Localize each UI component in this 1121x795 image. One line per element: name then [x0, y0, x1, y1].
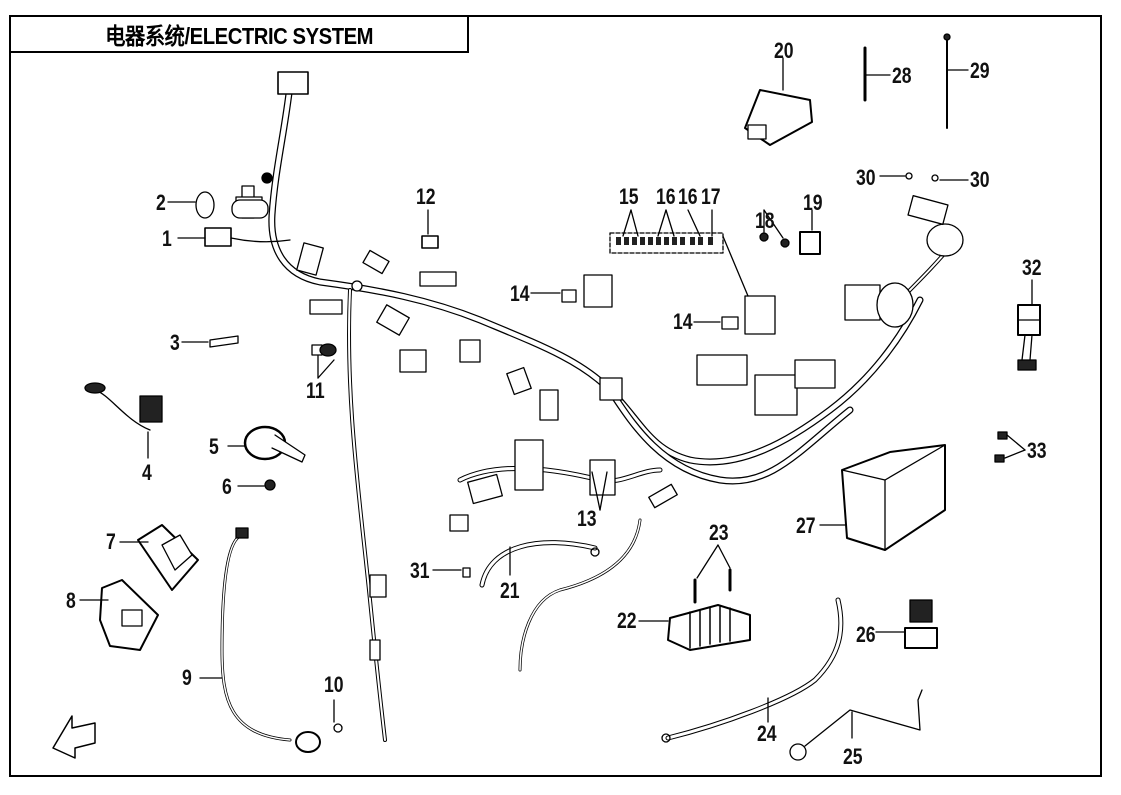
callout-14b: 14: [673, 309, 693, 334]
part-5-horn: [227, 425, 306, 463]
callout-15: 15: [619, 184, 639, 209]
part-12-connector: [421, 235, 439, 249]
callout-9: 9: [182, 665, 192, 690]
callout-30b: 30: [970, 167, 990, 192]
callout-22: 22: [617, 608, 637, 633]
part-19-sensor: [799, 209, 821, 255]
title-box: 电器系统/ELECTRIC SYSTEM: [9, 15, 469, 53]
callout-4: 4: [142, 460, 152, 485]
part-21-ground-cable: [479, 540, 600, 588]
callout-24: 24: [757, 721, 777, 746]
part-32-module: [1017, 279, 1041, 371]
part-26-relay: [875, 599, 938, 649]
callout-1: 1: [162, 226, 172, 251]
part-25-sensor-wire: [789, 689, 923, 761]
part-2-clamp: [195, 191, 215, 219]
callout-2: 2: [156, 190, 166, 215]
callout-6: 6: [222, 474, 232, 499]
callout-27: 27: [796, 513, 816, 538]
callout-30a: 30: [856, 165, 876, 190]
part-24-battery-cable: [661, 597, 844, 743]
part-30-screw-a: [905, 172, 913, 180]
callout-8: 8: [66, 588, 76, 613]
part-6-bolt: [264, 479, 276, 491]
part-29-rod: [943, 33, 969, 129]
diagram-frame: [9, 15, 1102, 777]
callout-20: 20: [774, 38, 794, 63]
part-4-socket: [84, 382, 163, 459]
part-14-relay-a: [530, 274, 613, 308]
callout-32: 32: [1022, 255, 1042, 280]
callout-26: 26: [856, 622, 876, 647]
callout-31: 31: [410, 558, 430, 583]
part-22-regulator: [638, 604, 751, 651]
part-30-screw-b: [931, 174, 939, 182]
callout-23: 23: [709, 520, 729, 545]
part-8-module: [79, 579, 159, 651]
callout-3: 3: [170, 330, 180, 355]
part-23-bolts: [693, 544, 732, 604]
callout-16a: 16: [656, 184, 676, 209]
part-20-ecu: [744, 57, 813, 146]
part-11-connector: [311, 343, 337, 379]
callout-29: 29: [970, 58, 990, 83]
callout-18: 18: [755, 208, 775, 233]
part-33-caps: [994, 431, 1026, 463]
part-31-bolt: [462, 567, 471, 578]
part-18-bolts: [759, 209, 790, 248]
callout-11: 11: [306, 378, 325, 403]
part-3-plate: [209, 335, 239, 348]
part-7-module: [119, 524, 199, 591]
callout-13: 13: [577, 506, 597, 531]
callout-12: 12: [416, 184, 436, 209]
callout-25: 25: [843, 744, 863, 769]
part-9-sensor-cable: [199, 527, 321, 753]
callout-33: 33: [1027, 438, 1047, 463]
callout-10: 10: [324, 672, 344, 697]
part-14-relay-b: [693, 233, 776, 335]
part-1-connector: [204, 227, 232, 247]
callout-14a: 14: [510, 281, 530, 306]
forward-direction-arrow: [52, 715, 96, 759]
fuse-strip: [609, 209, 724, 254]
callout-19: 19: [803, 190, 823, 215]
callout-16b: 16: [678, 184, 698, 209]
part-27-battery: [819, 444, 946, 551]
callout-5: 5: [209, 434, 219, 459]
page-title: 电器系统/ELECTRIC SYSTEM: [105, 23, 373, 49]
part-10-screw: [333, 723, 343, 733]
callout-28: 28: [892, 63, 912, 88]
callout-17: 17: [701, 184, 721, 209]
callout-7: 7: [106, 529, 116, 554]
main-wiring-harness: [231, 71, 964, 742]
callout-21: 21: [500, 578, 520, 603]
